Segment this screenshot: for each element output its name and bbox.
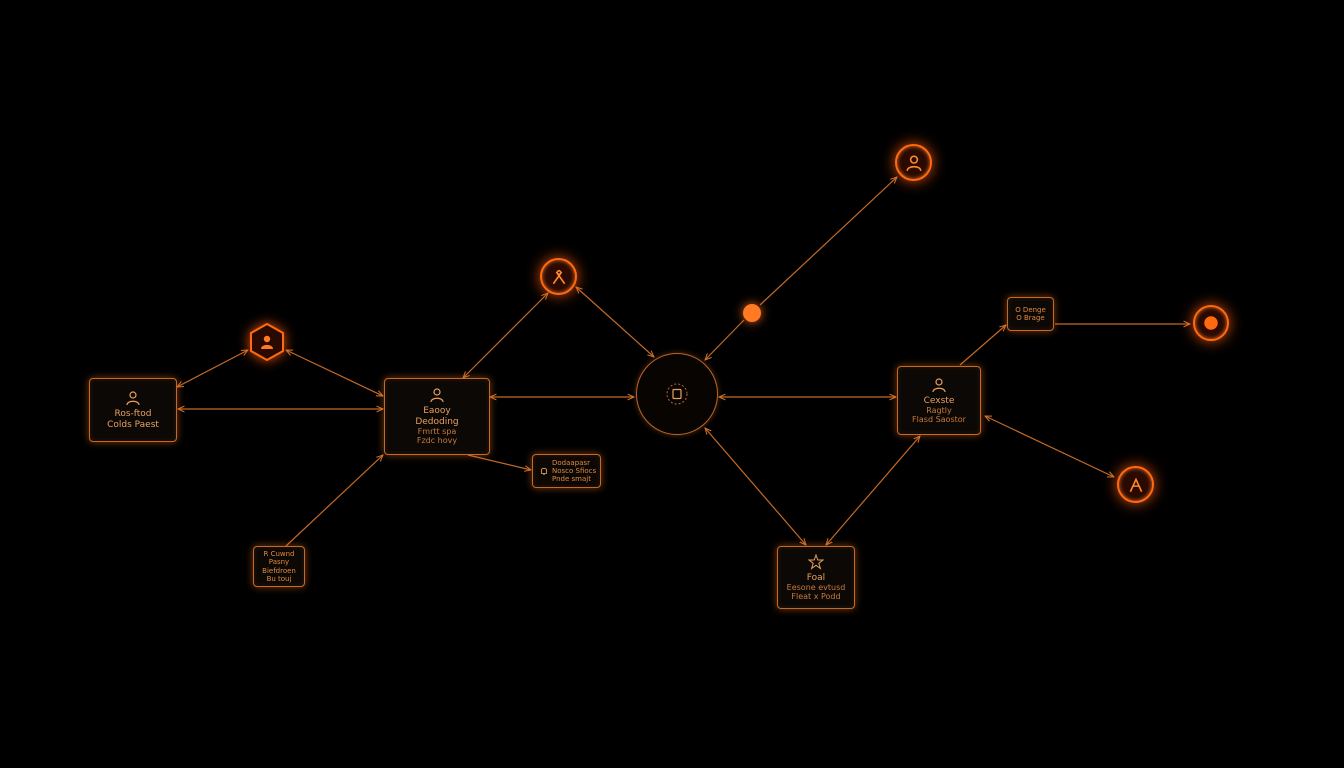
node-box-small-mid[interactable]: Dodaapasr Nosco Sfiocs Pnde smajt bbox=[532, 454, 601, 488]
star-network-icon bbox=[808, 553, 824, 570]
shield-node[interactable] bbox=[249, 322, 285, 362]
node-box-top-right[interactable]: O Denge O Brage bbox=[1007, 297, 1054, 331]
tools-icon bbox=[1129, 476, 1142, 492]
tools-icon bbox=[552, 269, 565, 284]
edge-centerleft-smallmid bbox=[467, 454, 531, 470]
person-icon bbox=[932, 378, 946, 392]
edge-centerleft-toporange bbox=[463, 293, 548, 378]
edge-dot-fartopright bbox=[759, 177, 897, 306]
node-box-center-left[interactable]: Eaooy Dedoding Fmrtt spa Fzdc hovy bbox=[384, 378, 490, 455]
node-box-bottom-mid[interactable]: Foal Eesone evtusd Fleat x Podd bbox=[777, 546, 855, 609]
edge-shield-centerleft bbox=[286, 349, 383, 397]
box-bottom-mid-line3: Fleat x Podd bbox=[791, 592, 841, 602]
box-bottom-mid-line1: Foal bbox=[806, 572, 826, 583]
person-icon bbox=[261, 335, 273, 349]
edge-bottomleft-centerleft bbox=[285, 455, 383, 547]
edge-right-rightlower bbox=[985, 415, 1114, 478]
box-right-line2: Ragtly bbox=[926, 405, 952, 415]
box-right-line3: Flasd Saostor bbox=[912, 415, 966, 425]
edge-bottommid-right bbox=[826, 436, 920, 545]
circle-node-right[interactable] bbox=[1193, 305, 1229, 341]
box-right-line1: Cexste bbox=[923, 395, 955, 406]
node-box-left[interactable]: Ros-ftod Colds Paest bbox=[89, 378, 177, 442]
node-box-right[interactable]: Cexste Ragtly Flasd Saostor bbox=[897, 366, 981, 435]
box-center-left-line2: Dedoding bbox=[415, 416, 459, 427]
box-small-mid-line1: Dodaapasr bbox=[552, 458, 590, 467]
tools-node-top[interactable] bbox=[540, 258, 577, 295]
node-box-bottom-left[interactable]: R Cuwnd Pasny Biefdroen Bu touj bbox=[253, 546, 305, 587]
chip-icon bbox=[666, 383, 688, 405]
tools-node-right-lower[interactable] bbox=[1117, 466, 1154, 503]
edge-hub-dot bbox=[705, 319, 745, 360]
box-bottom-mid-line2: Eesone evtusd bbox=[786, 582, 846, 592]
edge-toporange-hub bbox=[576, 287, 654, 357]
edge-left-shield bbox=[177, 350, 248, 387]
circle-icon bbox=[1204, 316, 1218, 330]
box-bottom-left-line1: R Cuwnd bbox=[263, 550, 295, 559]
junction-dot bbox=[743, 304, 761, 322]
edge-hub-bottommid bbox=[705, 428, 806, 545]
box-left-line1: Ros-ftod bbox=[114, 409, 152, 420]
box-center-left-line3: Fmrtt spa bbox=[417, 427, 457, 437]
box-small-mid-line3: Pnde smajt bbox=[552, 475, 591, 484]
box-center-left-line4: Fzdc hovy bbox=[416, 436, 458, 446]
box-center-left-line1: Eaooy bbox=[423, 406, 451, 417]
person-icon bbox=[126, 391, 140, 406]
box-bottom-left-line2: Pasny bbox=[268, 558, 290, 567]
box-bottom-left-line3: Biefdroen bbox=[262, 566, 296, 575]
person-icon bbox=[430, 388, 444, 403]
box-bottom-left-line4: Bu touj bbox=[266, 574, 292, 583]
box-left-line2: Colds Paest bbox=[107, 419, 159, 430]
central-hub[interactable] bbox=[636, 353, 718, 435]
box-top-right-line1: O Denge bbox=[1015, 305, 1046, 314]
person-node-top-right[interactable] bbox=[895, 144, 932, 181]
box-top-right-line2: O Brage bbox=[1016, 314, 1045, 322]
edge-right-topright bbox=[959, 325, 1006, 366]
bell-icon bbox=[541, 467, 547, 475]
person-icon bbox=[905, 154, 922, 171]
box-small-mid-line2: Nosco Sfiocs bbox=[552, 466, 597, 475]
